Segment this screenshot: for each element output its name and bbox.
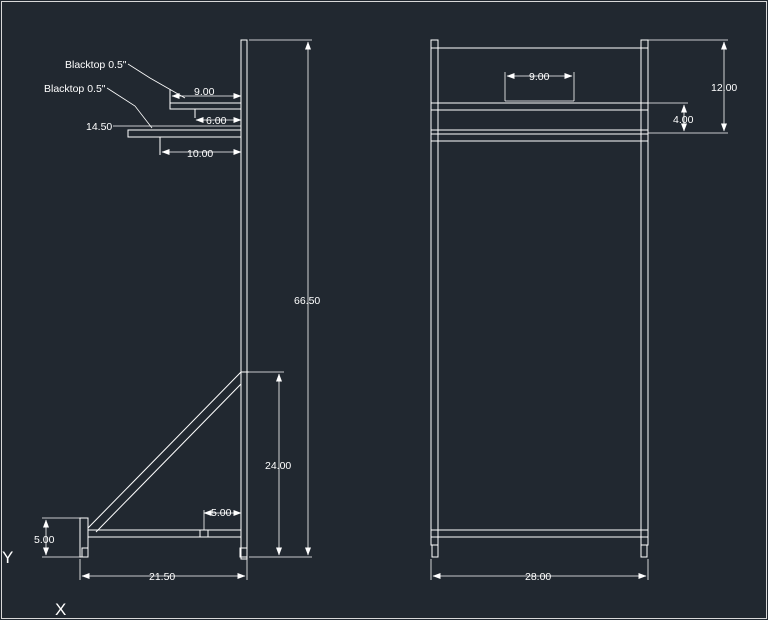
side-lower-shelf <box>127 129 242 138</box>
side-front-foot-pad <box>81 547 89 558</box>
front-bottom-rail <box>430 529 649 538</box>
dim-shelf-upper: 9.00 <box>194 86 215 98</box>
callout-leader-upper <box>127 63 186 99</box>
side-brace-outer <box>87 371 242 529</box>
front-right-foot <box>640 544 648 558</box>
ucs-icon: Y X <box>2 548 66 619</box>
side-base-rail <box>87 529 242 538</box>
dim-base-width: 21.50 <box>149 571 175 583</box>
dim-foot-height: 5.00 <box>34 534 55 546</box>
front-left-foot <box>431 544 439 558</box>
dim-shelf-overall: 14.50 <box>86 121 112 133</box>
dim-shelf-offset: 6.00 <box>206 115 227 127</box>
callout-leader-lower <box>106 87 153 129</box>
ucs-y-label: Y <box>2 548 13 567</box>
side-view: Blacktop 0.5" Blacktop 0.5" 9.00 6.00 14… <box>34 39 320 583</box>
dim-height: 66.50 <box>294 295 320 307</box>
dim-front-top-height: 12.00 <box>711 82 737 94</box>
side-rear-foot-pad <box>239 547 248 558</box>
front-view: 9.00 12.00 4.00 28.00 <box>430 39 737 583</box>
side-front-foot <box>79 517 89 558</box>
side-upper-shelf <box>169 102 242 110</box>
dim-front-shelf-spacing: 4.00 <box>673 114 694 126</box>
front-lower-shelf <box>430 129 649 135</box>
dim-front-width: 28.00 <box>525 571 551 583</box>
dim-shelf-lower: 10.00 <box>187 148 213 160</box>
callout-blacktop-upper: Blacktop 0.5" <box>65 59 127 71</box>
side-brace-inner <box>95 383 242 533</box>
dim-front-shelf-width: 9.00 <box>529 71 550 83</box>
side-upright-post <box>240 39 248 560</box>
front-left-post <box>430 39 439 546</box>
callout-blacktop-lower: Blacktop 0.5" <box>44 83 106 95</box>
ucs-x-label: X <box>55 600 66 619</box>
front-upper-shelf <box>430 102 649 111</box>
front-right-post <box>640 39 649 546</box>
dim-brace-height: 24.00 <box>265 460 291 472</box>
dim-brace-gap: 5.00 <box>211 507 232 519</box>
